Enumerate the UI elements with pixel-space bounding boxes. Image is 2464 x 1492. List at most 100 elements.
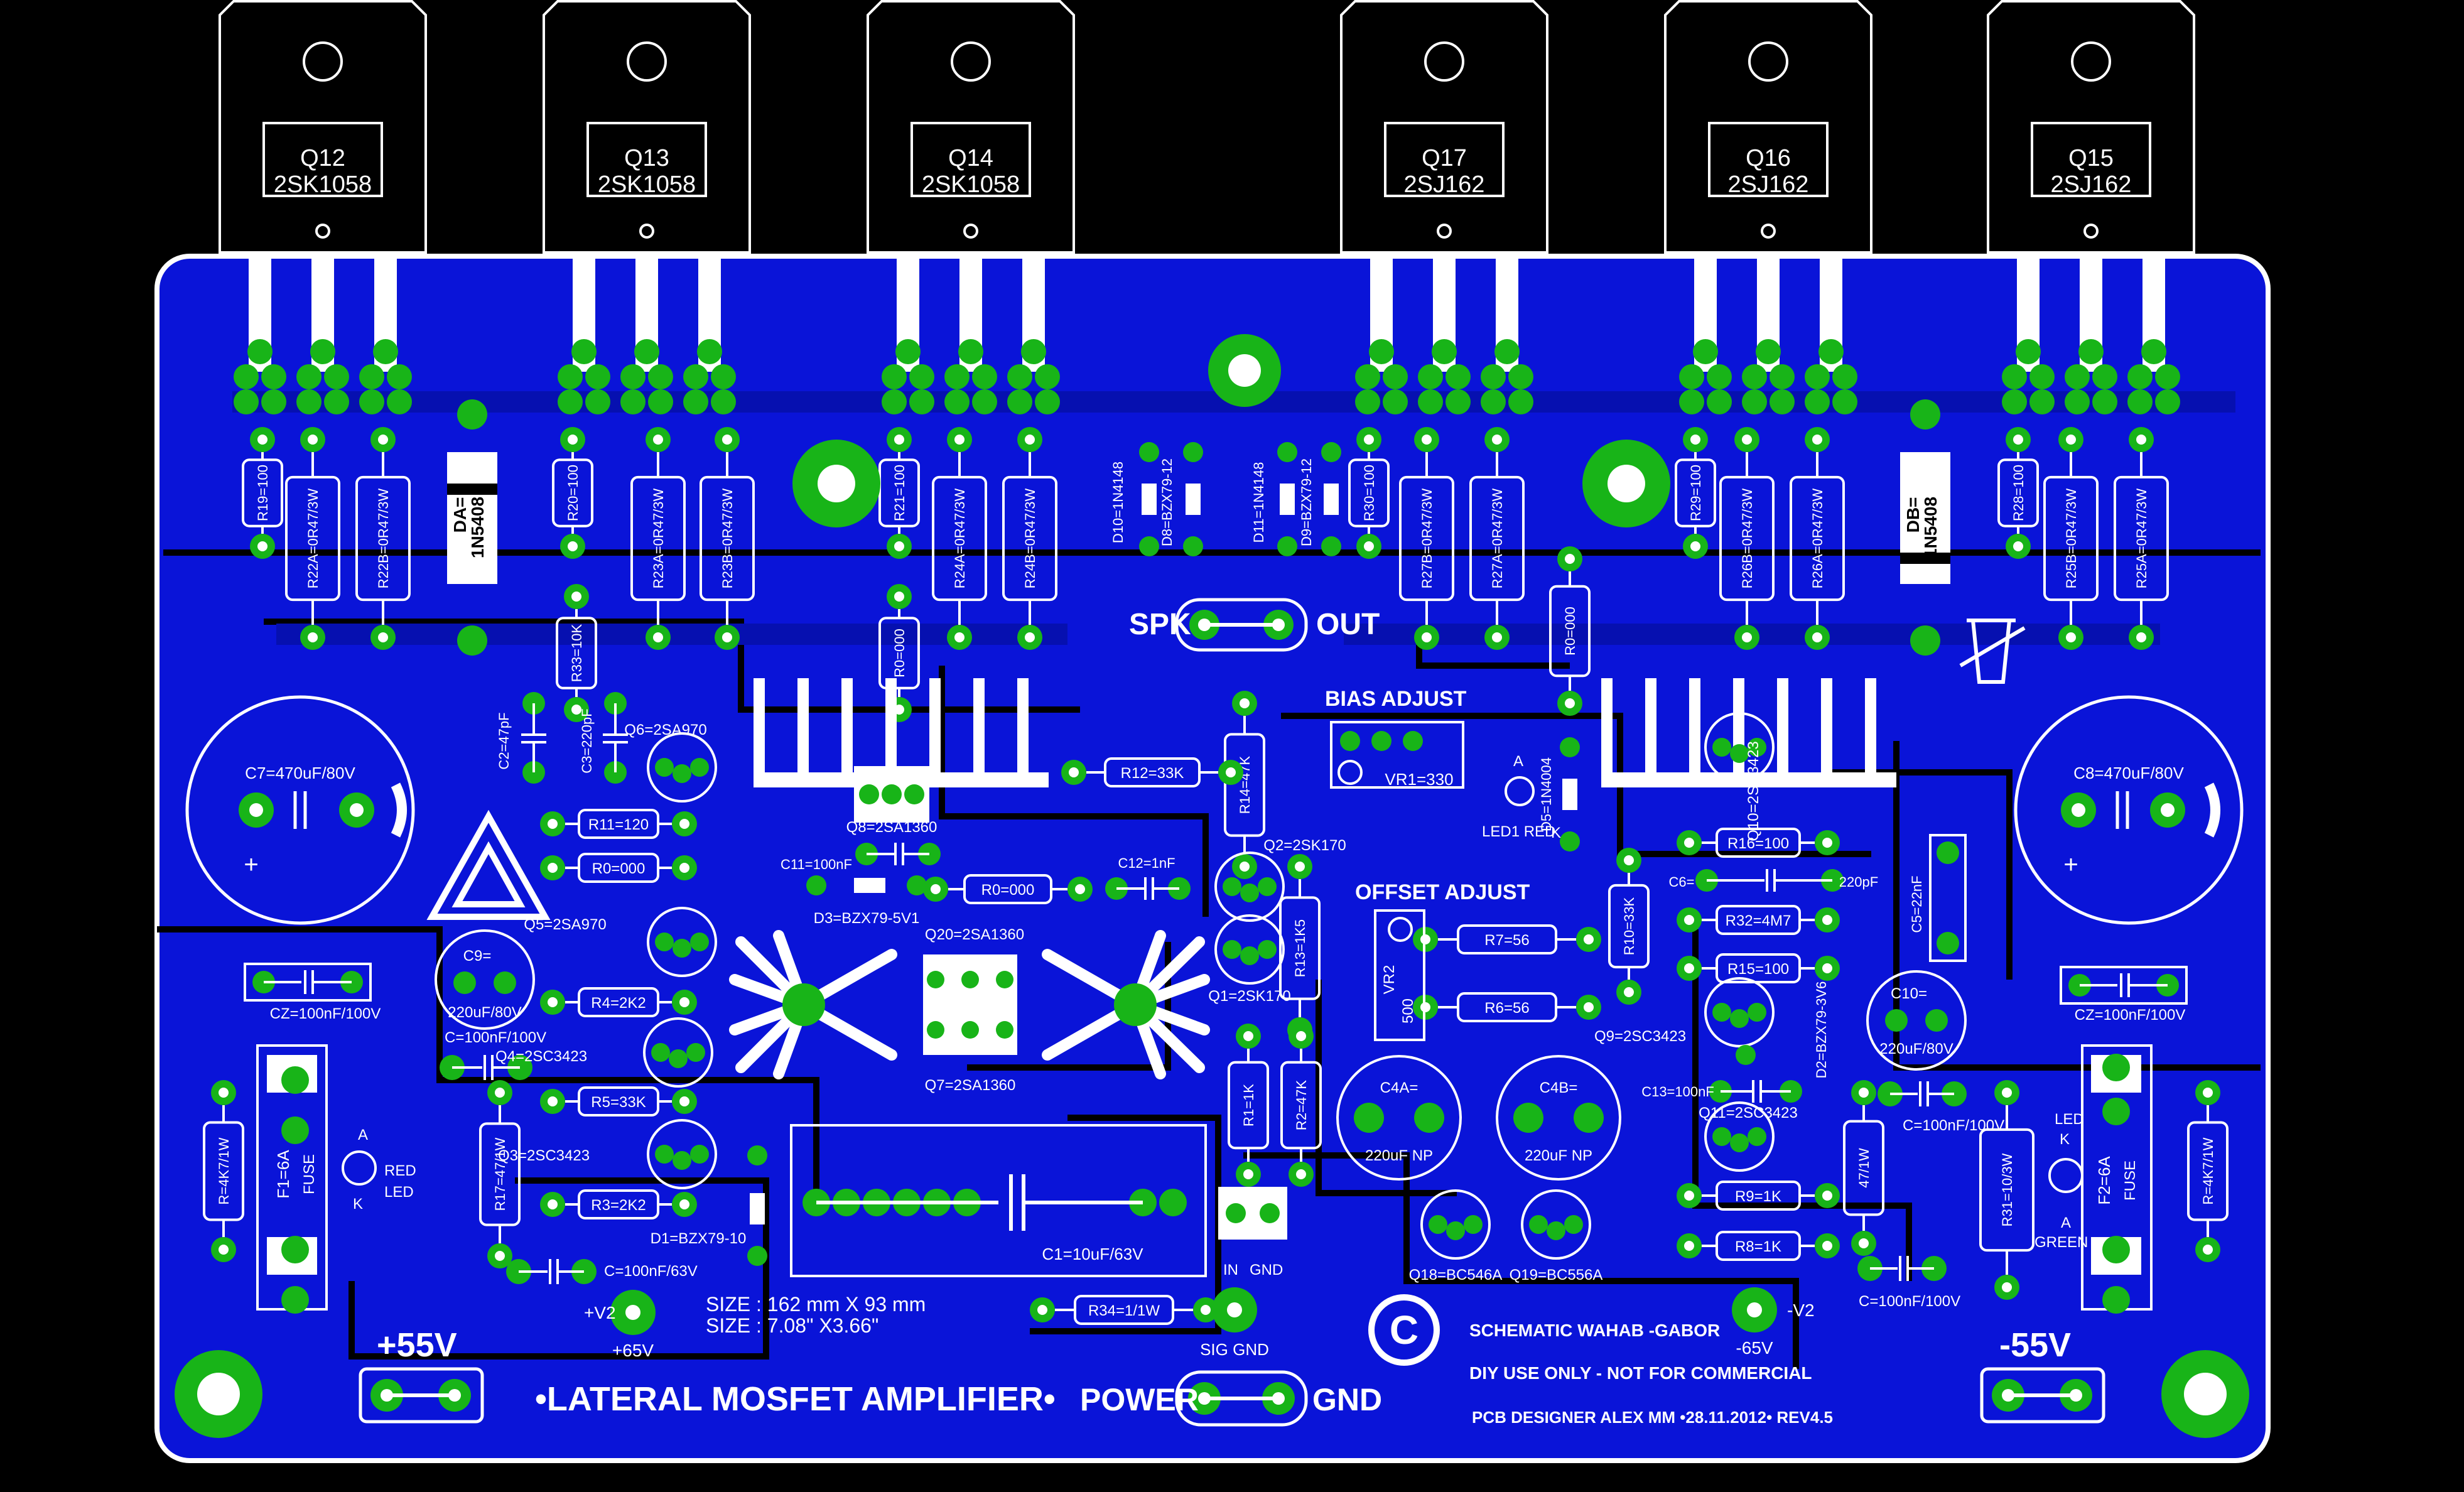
c1-label: C1=10uF/63V — [1042, 1245, 1143, 1263]
resistor-horizontal: R9=1K — [1677, 1181, 1840, 1211]
resistor-vertical: R21=100 — [878, 427, 920, 559]
to3p-outline — [1340, 0, 1548, 254]
capacitor-cz-left: CZ=100nF/100V — [244, 963, 381, 1022]
vr2-value: 500 — [1400, 998, 1417, 1024]
resistor-vertical: R24A=0R47/3W — [932, 427, 987, 650]
in-label: IN — [1223, 1262, 1238, 1278]
resistor-label: R10=33K — [1621, 897, 1637, 956]
gnd-label: GND — [1312, 1382, 1382, 1417]
to3p-pin1-mark — [2083, 224, 2099, 239]
small-signal-transistors: Q6=2SA970Q5=2SA970Q4=2SC3423Q3=2SC3423Q2… — [495, 712, 1798, 1284]
resistor-vertical: R30=100 — [1348, 427, 1390, 559]
spk-label: SPK — [1129, 608, 1191, 641]
f2-label: F2=6A — [2095, 1156, 2114, 1205]
to92-label: Q11=2SC3423 — [1699, 1105, 1798, 1122]
led-right-a: A — [2061, 1214, 2071, 1231]
power-transistor-ref: Q14 — [948, 145, 993, 171]
resistor-vertical: 47/1W — [1843, 1080, 1884, 1256]
d8-label: D8=BZX79-12 — [1159, 458, 1175, 546]
to92-label: Q4=2SC3423 — [495, 1048, 587, 1065]
capacitor-c4a: C4A= 220uF NP — [1336, 1055, 1462, 1181]
d9-label: D9=BZX79-12 — [1299, 458, 1314, 546]
capacitor-c-left-a: C=100nF/100V — [440, 1029, 546, 1080]
to3p-pin1-mark — [639, 224, 654, 239]
da-part: 1N5408 — [468, 497, 487, 558]
to3p-label-box — [262, 122, 383, 197]
horizontal-resistors: R11=120R0=000R4=2K2R5=33KR3=2K2R12=33KR0… — [540, 757, 1840, 1325]
to3p-pin1-mark — [315, 224, 330, 239]
minus-v2-label: -V2 — [1787, 1300, 1815, 1320]
to3p-outline — [219, 0, 427, 254]
to3p-pin1-mark — [1761, 224, 1776, 239]
plus-65v-label: +65V — [612, 1341, 654, 1360]
c4b-label: C4B= — [1540, 1079, 1578, 1096]
led-right-green: GREEN — [2034, 1234, 2088, 1251]
diy-notice: DIY USE ONLY - NOT FOR COMMERCIAL — [1469, 1363, 1812, 1383]
input-connector[interactable]: IN GND — [1218, 1187, 1287, 1278]
resistor-label: R25B=0R47/3W — [2063, 488, 2079, 588]
to3p-leg — [620, 252, 673, 414]
to3p-label-box — [910, 122, 1031, 197]
heatsink-hole-right — [1114, 983, 1157, 1026]
in-gnd-label: GND — [1250, 1262, 1283, 1278]
c9-value: 220uF/80V — [448, 1004, 521, 1021]
c4a-label: C4A= — [1380, 1079, 1418, 1096]
heatsink-star — [729, 930, 1210, 1079]
plus55v-connector[interactable]: +55V — [359, 1326, 484, 1424]
capacitor-c13: C13=100nF — [1641, 1080, 1802, 1103]
weee-bin-icon — [1959, 619, 2026, 684]
capacitor-c8: C8=470uF/80V + — [2014, 695, 2244, 925]
f2-fuse-label: FUSE — [2122, 1160, 2139, 1201]
c6-value: 220pF — [1839, 874, 1878, 890]
resistor-label: R26B=0R47/3W — [1739, 488, 1755, 588]
to3p-leg — [1481, 252, 1533, 414]
to3p-leg — [2065, 252, 2117, 414]
resistor-horizontal: R4=2K2 — [540, 987, 697, 1017]
diode-d2: D2=BZX79-3V6 — [1736, 981, 1829, 1079]
to92-transistor: Q3=2SC3423 — [498, 1119, 717, 1189]
resistor-vertical: R=4K7/1W — [203, 1080, 244, 1262]
d2-label: D2=BZX79-3V6 — [1813, 981, 1829, 1079]
q7-label: Q7=2SA1360 — [925, 1077, 1016, 1094]
resistor-label: R11=120 — [588, 816, 649, 833]
to3p-leg — [2127, 252, 2180, 414]
speaker-out-connector[interactable]: SPK OUT — [1129, 598, 1380, 652]
diode-da: DA= 1N5408 — [447, 399, 497, 656]
resistor-vertical: R14=47K — [1224, 691, 1265, 879]
resistor-horizontal: R11=120 — [540, 809, 697, 839]
to3p-leg — [2002, 252, 2055, 414]
resistor-label: R30=100 — [1361, 465, 1377, 521]
diode-db: DB= 1N5408 — [1900, 399, 1950, 656]
cz-right-label: CZ=100nF/100V — [2075, 1007, 2186, 1024]
to3p-mounting-hole — [1424, 41, 1464, 82]
to3p-leg — [1007, 252, 1060, 414]
power-connector[interactable]: POWER GND — [1080, 1370, 1382, 1427]
resistor-vertical: R24B=0R47/3W — [1002, 427, 1057, 650]
to3p-label-box — [2031, 122, 2151, 197]
resistor-horizontal: R7=56 — [1413, 924, 1601, 954]
c3-label: C3=220pF — [579, 708, 595, 773]
mounting-hole-top-center — [1208, 334, 1281, 407]
resistor-label: R6=56 — [1484, 1000, 1529, 1017]
resistor-vertical: R19=100 — [242, 427, 283, 559]
to3p-mounting-hole — [2071, 41, 2111, 82]
resistor-label: R22B=0R47/3W — [376, 488, 391, 588]
to3p-outline — [543, 0, 751, 254]
to92-transistor: Q1=2SK170 — [1208, 914, 1291, 1005]
led1-label: LED1 RED — [1482, 823, 1555, 840]
resistor-label: R24B=0R47/3W — [1022, 488, 1038, 588]
c6-label: C6= — [1669, 874, 1695, 890]
resistor-vertical: R27B=0R47/3W — [1399, 427, 1454, 650]
capacitor-c4b: C4B= 220uF NP — [1496, 1055, 1621, 1181]
led-led1: LED1 RED A K — [1482, 753, 1561, 841]
power-transistor-part: 2SK1058 — [922, 171, 1020, 198]
trimmer-vr1[interactable]: VR1=330 — [1330, 721, 1464, 789]
plus55v-label: +55V — [377, 1326, 457, 1364]
trimmer-vr2[interactable]: VR2 500 — [1374, 909, 1425, 1041]
minus55v-connector[interactable]: -55V — [1980, 1326, 2105, 1424]
minus55v-label: -55V — [1999, 1326, 2071, 1364]
power-transistor-part: 2SJ162 — [1728, 171, 1809, 198]
